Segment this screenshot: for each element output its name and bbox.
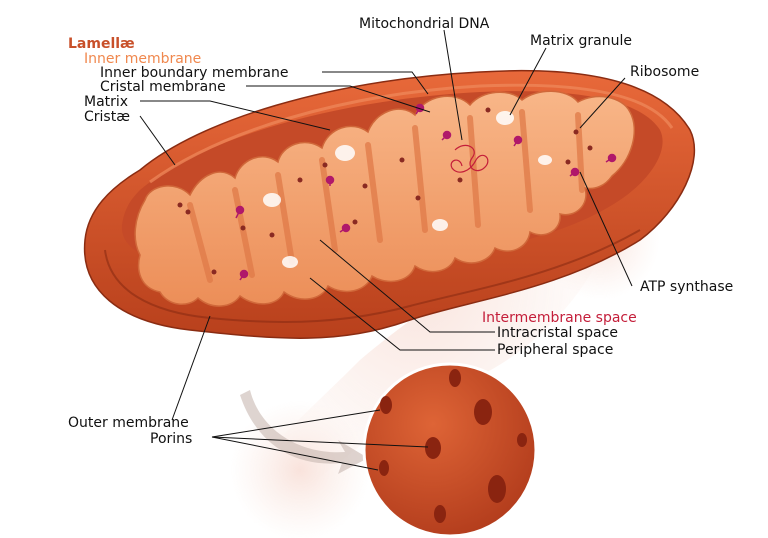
label-lamellae: Lamellæ [68, 36, 135, 52]
label-peripheral-space: Peripheral space [497, 342, 614, 358]
label-inner-boundary-membrane: Inner boundary membrane [100, 65, 289, 81]
cristae-folds [134, 90, 635, 307]
label-porins: Porins [150, 431, 193, 447]
label-intermembrane-space: Intermembrane space [482, 310, 637, 326]
zoom-arrow-icon [240, 390, 368, 474]
outer-membrane-zoom [362, 362, 538, 538]
label-intracristal-space: Intracristal space [497, 325, 618, 341]
ribosomes [177, 107, 593, 275]
label-cristal-membrane: Cristal membrane [100, 79, 226, 95]
porin-holes [379, 369, 527, 523]
label-outer-membrane: Outer membrane [68, 415, 189, 431]
leader-lines [139, 29, 633, 471]
label-cristae: Cristæ [84, 109, 130, 125]
label-inner-membrane: Inner membrane [84, 51, 202, 67]
matrix-granules [263, 111, 552, 268]
label-ribosome: Ribosome [630, 64, 700, 80]
label-matrix-granule: Matrix granule [530, 33, 632, 49]
label-atp-synthase: ATP synthase [640, 279, 734, 295]
label-matrix: Matrix [84, 94, 129, 110]
label-mitochondrial-dna: Mitochondrial DNA [359, 16, 490, 32]
mitochondrial-dna-strand [450, 144, 489, 173]
